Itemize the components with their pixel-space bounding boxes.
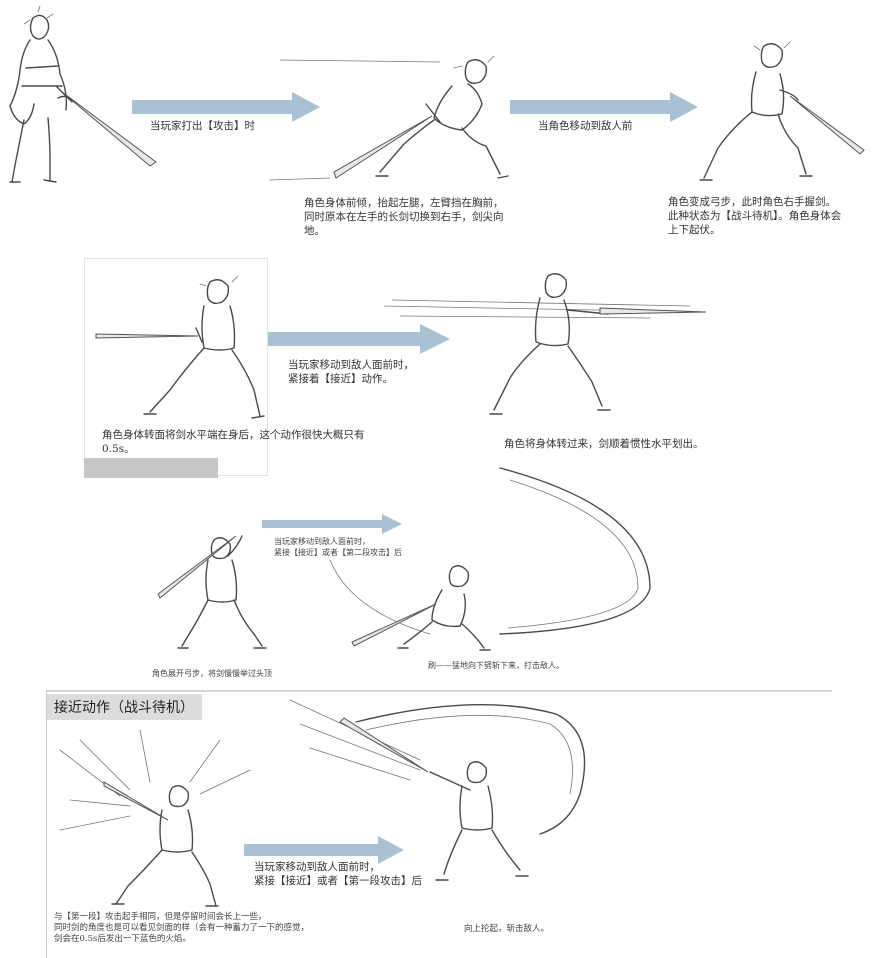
caption-upward-swing: 向上抡起，斩击敌人。: [464, 924, 550, 934]
panel-frame: [84, 258, 268, 476]
caption-charge: 与【第一段】攻击起手相同，但是停留时间会长上一些， 同时剑的角度也是可以看见剑面…: [54, 912, 310, 944]
caption-raise-sword: 角色展开弓步，将剑慢慢举过头顶: [152, 669, 272, 678]
section-left-border: [46, 690, 47, 958]
caption-downward-slash: 刷——猛地向下劈斩下来，打击敌人。: [428, 661, 564, 670]
section-header: 接近动作（战斗待机）: [46, 694, 202, 720]
caption-horizontal-slash: 角色将身体转过来，剑顺着惯性水平划出。: [504, 438, 704, 450]
caption-lean-forward: 角色身体前倾，抬起左腿，左臂挡在胸前， 同时原本在左手的长剑切换到右手，剑尖向 …: [304, 197, 504, 237]
flow-arrow-2-label: 当角色移动到敌人前: [538, 120, 633, 132]
cropped-header-strip: [84, 458, 218, 478]
caption-sword-behind: 角色身体转面将剑水平端在身后，这个动作很快大概只有 0.5s。: [102, 429, 365, 455]
section-divider: [46, 690, 832, 692]
caption-combat-stance: 角色变成弓步，此时角色右手握剑。 此种状态为【战斗待机】。角色身体会 上下起伏。: [668, 196, 842, 236]
flow-arrow-3-label: 当玩家移动到敌人面前时， 紧接着【接近】动作。: [288, 359, 414, 385]
flow-arrow-1-label: 当玩家打出【攻击】时: [150, 120, 255, 132]
flow-arrow-5-label: 当玩家移动到敌人面前时， 紧接【接近】或者【第一段攻击】后: [254, 861, 422, 887]
flow-arrow-4-label: 当玩家移动到敌人面前时， 紧接【接近】或者【第二段攻击】后: [274, 537, 402, 557]
